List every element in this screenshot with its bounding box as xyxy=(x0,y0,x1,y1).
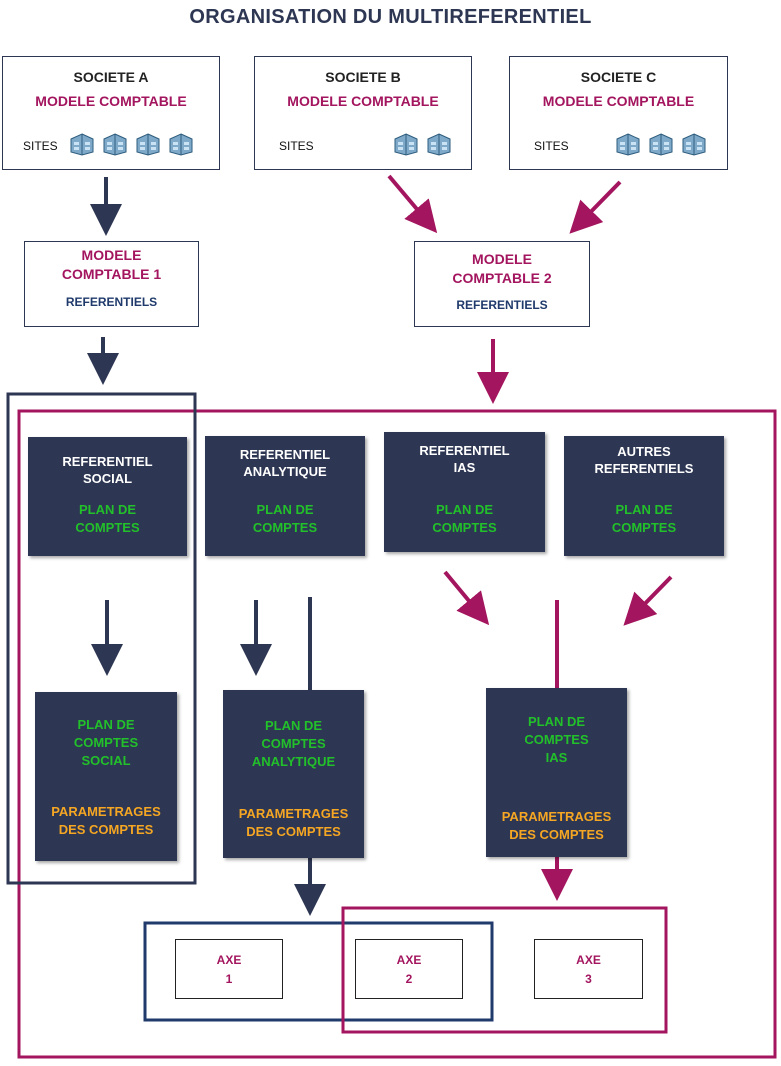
referential-social: REFERENTIEL SOCIAL PLAN DE COMPTES xyxy=(28,437,187,556)
axe-2-box: AXE 2 xyxy=(355,939,463,999)
company-name: SOCIETE A xyxy=(73,69,149,85)
plan-settings: PARAMETRAGES DES COMPTES xyxy=(501,809,612,842)
model-subtitle: REFERENTIELS xyxy=(456,298,548,312)
referential-title: REFERENTIEL ANALYTIQUE xyxy=(239,447,331,479)
building-icon xyxy=(682,133,706,156)
axe-label: AXE 1 xyxy=(216,953,242,986)
referential-title: REFERENTIEL IAS xyxy=(419,443,510,475)
referential-analytique: REFERENTIEL ANALYTIQUE PLAN DE COMPTES xyxy=(205,436,365,556)
building-icon xyxy=(169,133,193,156)
company-a-box: SOCIETE A MODELE COMPTABLE SITES xyxy=(2,56,220,170)
frame-axes-2-3 xyxy=(341,906,668,1034)
company-model: MODELE COMPTABLE xyxy=(35,93,187,109)
building-icon xyxy=(394,133,418,156)
frame-axes-1-2 xyxy=(143,921,494,1022)
model-1-box: MODELE COMPTABLE 1 REFERENTIELS xyxy=(24,241,199,327)
building-icon xyxy=(103,133,127,156)
sites-label: SITES xyxy=(534,139,569,153)
model-subtitle: REFERENTIELS xyxy=(65,295,158,309)
plan-name: PLAN DE COMPTES ANALYTIQUE xyxy=(251,718,336,769)
building-icon xyxy=(427,133,451,156)
referential-ias: REFERENTIEL IAS PLAN DE COMPTES xyxy=(384,432,545,552)
company-model: MODELE COMPTABLE xyxy=(542,93,695,109)
axe-label: AXE 2 xyxy=(396,953,422,986)
plan-social: PLAN DE COMPTES SOCIAL PARAMETRAGES DES … xyxy=(35,692,177,861)
referential-plan: PLAN DE COMPTES xyxy=(75,502,140,535)
arrow-c-to-model2 xyxy=(569,180,622,234)
axe-1-box: AXE 1 xyxy=(175,939,283,999)
sites-label: SITES xyxy=(279,139,314,153)
sites-label: SITES xyxy=(23,139,58,153)
company-c-box: SOCIETE C MODELE COMPTABLE SITES xyxy=(509,56,728,170)
company-model: MODELE COMPTABLE xyxy=(287,93,439,109)
plan-name: PLAN DE COMPTES IAS xyxy=(524,714,589,765)
arrow-b-to-model2 xyxy=(387,174,438,234)
diagram-title: ORGANISATION DU MULTIREFERENTIEL xyxy=(189,6,592,28)
company-name: SOCIETE C xyxy=(580,69,657,85)
plan-name: PLAN DE COMPTES SOCIAL xyxy=(73,717,139,768)
referential-plan: PLAN DE COMPTES xyxy=(611,502,677,535)
building-icon xyxy=(70,133,94,156)
company-name: SOCIETE B xyxy=(325,69,401,85)
frame-social xyxy=(6,392,197,885)
arrow-ias-to-plan xyxy=(443,570,490,626)
frame-referentials xyxy=(17,409,777,1059)
referential-plan: PLAN DE COMPTES xyxy=(252,502,318,535)
arrow-other-to-plan xyxy=(623,575,673,626)
plan-ias: PLAN DE COMPTES IAS PARAMETRAGES DES COM… xyxy=(486,688,627,857)
company-b-box: SOCIETE B MODELE COMPTABLE SITES xyxy=(254,56,472,170)
model-title: MODELE COMPTABLE 2 xyxy=(452,251,552,286)
building-icon xyxy=(136,133,160,156)
plan-settings: PARAMETRAGES DES COMPTES xyxy=(51,804,161,837)
referential-plan: PLAN DE COMPTES xyxy=(432,502,497,535)
referential-title: AUTRES REFERENTIELS xyxy=(594,444,694,476)
axe-label: AXE 3 xyxy=(576,953,601,986)
model-title: MODELE COMPTABLE 1 xyxy=(61,247,162,282)
plan-analytique: PLAN DE COMPTES ANALYTIQUE PARAMETRAGES … xyxy=(223,690,364,858)
building-icon xyxy=(649,133,673,156)
axe-3-box: AXE 3 xyxy=(534,939,643,999)
building-icon xyxy=(616,133,640,156)
referential-autres: AUTRES REFERENTIELS PLAN DE COMPTES xyxy=(564,436,724,556)
referential-title: REFERENTIEL SOCIAL xyxy=(62,454,153,486)
plan-settings: PARAMETRAGES DES COMPTES xyxy=(238,806,349,839)
model-2-box: MODELE COMPTABLE 2 REFERENTIELS xyxy=(414,241,590,327)
